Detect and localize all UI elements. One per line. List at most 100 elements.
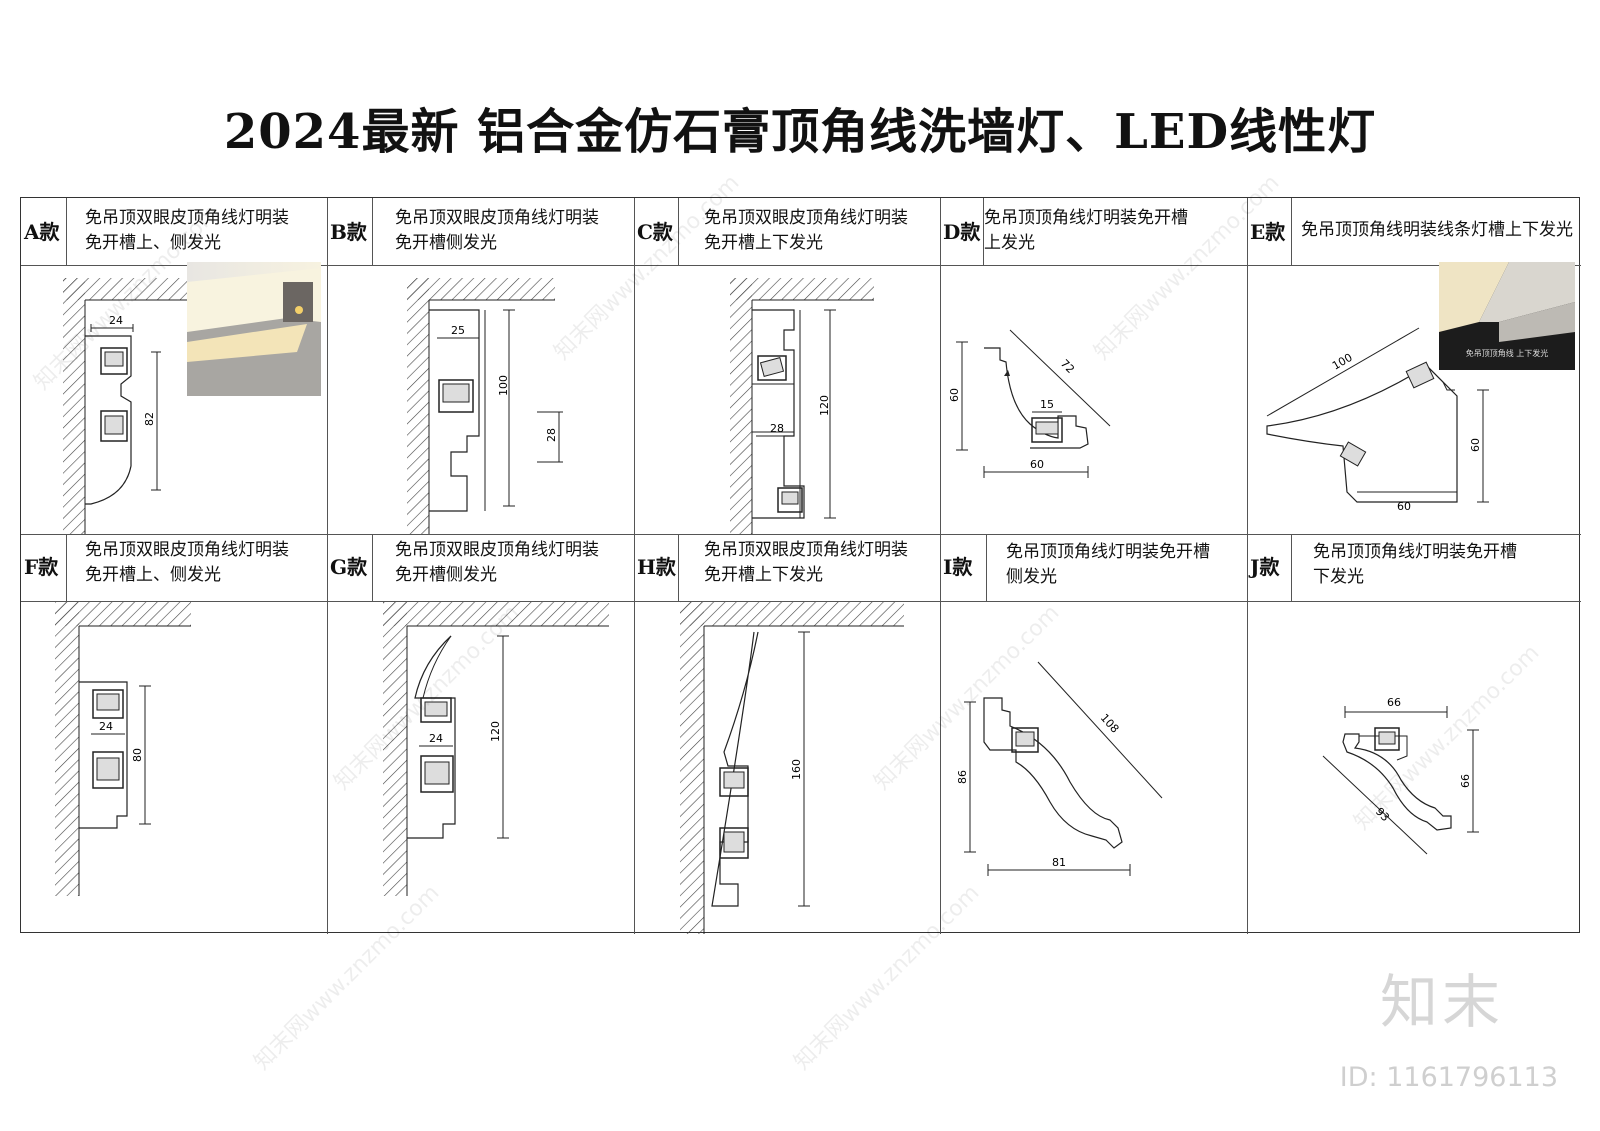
- item-desc: 免吊顶双眼皮顶角线灯明装 免开槽侧发光: [395, 538, 599, 588]
- dimension-label: 66: [1387, 696, 1401, 709]
- item-desc-line: 免吊顶双眼皮顶角线灯明装: [704, 208, 908, 228]
- page-title: 2024最新 铝合金仿石膏顶角线洗墙灯、LED线性灯: [223, 104, 1377, 160]
- item-desc-line: 免吊顶双眼皮顶角线灯明装: [395, 208, 599, 228]
- dimension-label: 93: [1373, 805, 1392, 824]
- wall-hatch: [63, 278, 85, 534]
- dimension-label: 24: [99, 720, 113, 733]
- grid-divider: [940, 198, 941, 934]
- item-code: B款: [330, 220, 367, 244]
- ceiling-hatch: [383, 602, 609, 626]
- profile-drawing-h: 160: [680, 602, 904, 934]
- dimension-label: 72: [1058, 357, 1077, 376]
- item-code: H款: [637, 555, 676, 579]
- product-photo-a: [187, 262, 321, 396]
- grid-divider: [1247, 198, 1248, 934]
- grid-divider: [986, 534, 987, 601]
- item-code: J款: [1250, 555, 1280, 579]
- watermark-id: ID: 1161796113: [1339, 1062, 1558, 1093]
- item-desc-line: 免吊顶顶角线灯明装免开槽: [984, 208, 1188, 228]
- grid-divider: [634, 198, 635, 934]
- product-photo-e: 免吊顶顶角线 上下发光: [1439, 262, 1575, 370]
- photo-caption: 免吊顶顶角线 上下发光: [1466, 348, 1549, 358]
- item-desc: 免吊顶双眼皮顶角线灯明装 免开槽上、侧发光: [85, 538, 289, 588]
- dimension-label: 80: [131, 748, 144, 762]
- item-desc: 免吊顶双眼皮顶角线灯明装 免开槽上下发光: [704, 206, 908, 256]
- dimension-label: 100: [1330, 351, 1355, 373]
- grid-divider: [372, 198, 373, 265]
- dimension-label: 160: [790, 759, 803, 780]
- wall-hatch: [55, 602, 79, 896]
- item-desc: 免吊顶顶角线明装线条灯槽上下发光: [1301, 218, 1573, 243]
- item-code: A款: [24, 220, 60, 244]
- wall-hatch: [407, 278, 429, 534]
- dimension-label: 120: [818, 395, 831, 416]
- item-desc-line: 免吊顶双眼皮顶角线灯明装: [395, 540, 599, 560]
- dimension-label: 24: [429, 732, 443, 745]
- dimension-label: 15: [1040, 398, 1054, 411]
- grid-divider: [66, 534, 67, 601]
- item-desc-line: 上发光: [984, 233, 1035, 253]
- grid-divider: [678, 198, 679, 265]
- item-desc-line: 免吊顶顶角线灯明装免开槽: [1006, 542, 1210, 562]
- dimension-label: 60: [1030, 458, 1044, 471]
- item-desc-line: 免吊顶顶角线灯明装免开槽: [1313, 542, 1517, 562]
- profile-drawing-e: 100 60 60: [1266, 327, 1489, 513]
- wall-hatch: [680, 602, 704, 934]
- item-desc-line: 免开槽上、侧发光: [85, 565, 221, 585]
- dimension-label: 24: [109, 314, 123, 327]
- wall-hatch: [730, 278, 752, 534]
- item-code: C款: [637, 220, 673, 244]
- ceiling-hatch: [63, 278, 193, 300]
- dimension-label: 82: [143, 412, 156, 426]
- profile-drawing-c: 28 120: [730, 278, 874, 534]
- grid-divider: [327, 198, 328, 934]
- item-code: F款: [24, 555, 59, 579]
- grid-divider: [66, 198, 67, 265]
- item-desc-line: 免吊顶双眼皮顶角线灯明装: [85, 208, 289, 228]
- item-code: I款: [943, 555, 973, 579]
- dimension-label: 86: [956, 770, 969, 784]
- item-desc: 免吊顶顶角线灯明装免开槽 上发光: [984, 206, 1188, 256]
- grid-divider: [1291, 534, 1292, 601]
- product-grid: A款 免吊顶双眼皮顶角线灯明装 免开槽上、侧发光 B款 免吊顶双眼皮顶角线灯明装…: [20, 197, 1581, 934]
- item-desc-line: 免吊顶双眼皮顶角线灯明装: [85, 540, 289, 560]
- wall-hatch: [383, 602, 407, 896]
- grid-divider: [21, 534, 1581, 535]
- item-desc-line: 免开槽侧发光: [395, 233, 497, 253]
- profile-drawing-j: 66 66 93: [1322, 696, 1479, 855]
- dimension-label: 120: [489, 721, 502, 742]
- grid-divider: [372, 534, 373, 601]
- item-desc: 免吊顶顶角线灯明装免开槽 侧发光: [1006, 540, 1210, 590]
- item-code: G款: [330, 555, 368, 579]
- item-desc-line: 免开槽上、侧发光: [85, 233, 221, 253]
- item-desc: 免吊顶顶角线灯明装免开槽 下发光: [1313, 540, 1517, 590]
- dimension-label: 81: [1052, 856, 1066, 869]
- grid-divider: [983, 198, 984, 265]
- grid-divider: [1291, 198, 1292, 265]
- dimension-label: 60: [1397, 500, 1411, 513]
- item-code: E款: [1250, 220, 1286, 244]
- ceiling-hatch: [55, 602, 191, 626]
- item-desc: 免吊顶双眼皮顶角线灯明装 免开槽上、侧发光: [85, 206, 289, 256]
- item-desc: 免吊顶双眼皮顶角线灯明装 免开槽上下发光: [704, 538, 908, 588]
- item-code: D款: [943, 220, 981, 244]
- dimension-label: 25: [451, 324, 465, 337]
- item-desc: 免吊顶双眼皮顶角线灯明装 免开槽侧发光: [395, 206, 599, 256]
- ceiling-hatch: [407, 278, 555, 300]
- item-desc-line: 下发光: [1313, 567, 1364, 587]
- profile-drawing-a: 24 82: [63, 278, 193, 534]
- dimension-label: 60: [1469, 438, 1482, 452]
- item-desc-line: 免吊顶双眼皮顶角线灯明装: [704, 540, 908, 560]
- watermark-logo: 知末: [1379, 968, 1504, 1036]
- ceiling-hatch: [730, 278, 874, 300]
- profile-drawing-i: 108 86 81: [956, 661, 1163, 876]
- dimension-label: 100: [497, 375, 510, 396]
- item-desc-line: 免开槽上下发光: [704, 565, 823, 585]
- item-desc-line: 免吊顶顶角线明装线条灯槽上下发光: [1301, 220, 1573, 240]
- profile-drawing-f: 24 80: [55, 602, 191, 896]
- item-desc-line: 免开槽侧发光: [395, 565, 497, 585]
- profile-drawing-g: 24 120: [383, 602, 609, 896]
- grid-divider: [21, 265, 1581, 266]
- item-desc-line: 侧发光: [1006, 567, 1057, 587]
- dimension-label: 60: [948, 388, 961, 402]
